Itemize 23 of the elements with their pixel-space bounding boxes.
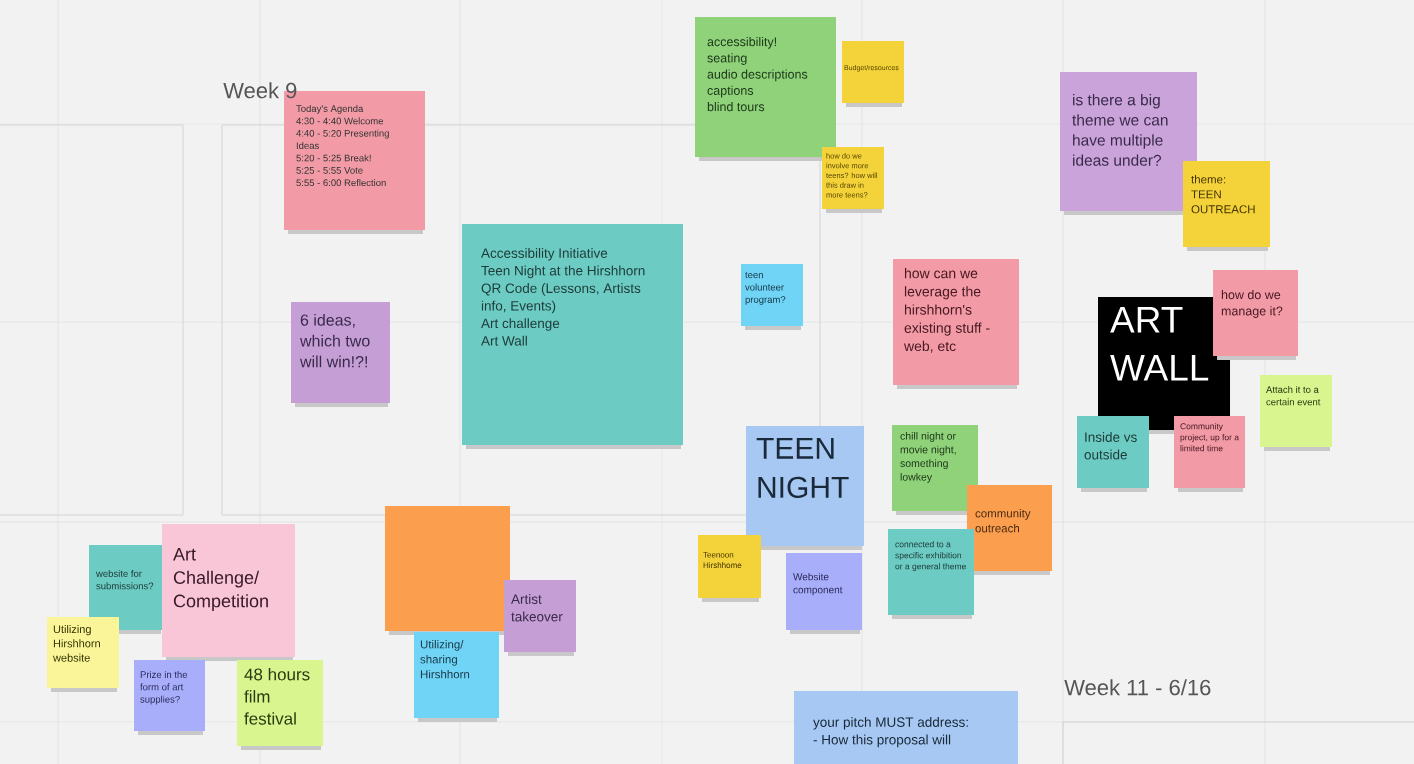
- week-heading: Week 11 - 6/16: [1064, 679, 1211, 696]
- sticky-note: how can we leverage the hirshhorn's existing stuff - web, etc: [893, 259, 1019, 389]
- sticky-note: TEEN NIGHT: [746, 426, 864, 550]
- sticky-note: Website component: [786, 553, 862, 634]
- sticky-note: Artist takeover: [504, 580, 576, 656]
- sticky-note: Utilizing Hirshhorn website: [47, 617, 119, 692]
- sticky-note: Attach it to a certain event: [1260, 375, 1332, 451]
- sticky-note: Utilizing/ sharing Hirshhorn: [414, 632, 499, 722]
- sticky-note: your pitch MUST address: - How this proposal will: [794, 691, 1018, 764]
- sticky-note: 48 hours film festival: [237, 660, 323, 750]
- sticky-note: how do we manage it?: [1213, 270, 1298, 360]
- sticky-note: Inside vs outside: [1077, 416, 1149, 492]
- sticky-note: Prize in the form of art supplies?: [134, 660, 205, 735]
- sticky-note: Teenoon Hirshhome: [698, 535, 761, 602]
- sticky-note: Accessibility Initiative Teen Night at the Hirshhorn QR Code (Lessons, Artists info, Events) Art challenge Art Wall: [462, 224, 683, 449]
- sticky-note: connected to a specific exhibition or a general theme: [888, 529, 974, 619]
- sticky-note: teen volunteer program?: [741, 264, 803, 330]
- sticky-note: Community project, up for a limited time: [1174, 416, 1245, 492]
- sticky-note: 6 ideas, which two will win!?!: [291, 302, 390, 407]
- sticky-note: theme: TEEN OUTREACH: [1183, 161, 1270, 251]
- sticky-note: community outreach: [967, 485, 1052, 575]
- sticky-note: Art Challenge/ Competition: [162, 524, 295, 661]
- sticky-note: [385, 506, 510, 635]
